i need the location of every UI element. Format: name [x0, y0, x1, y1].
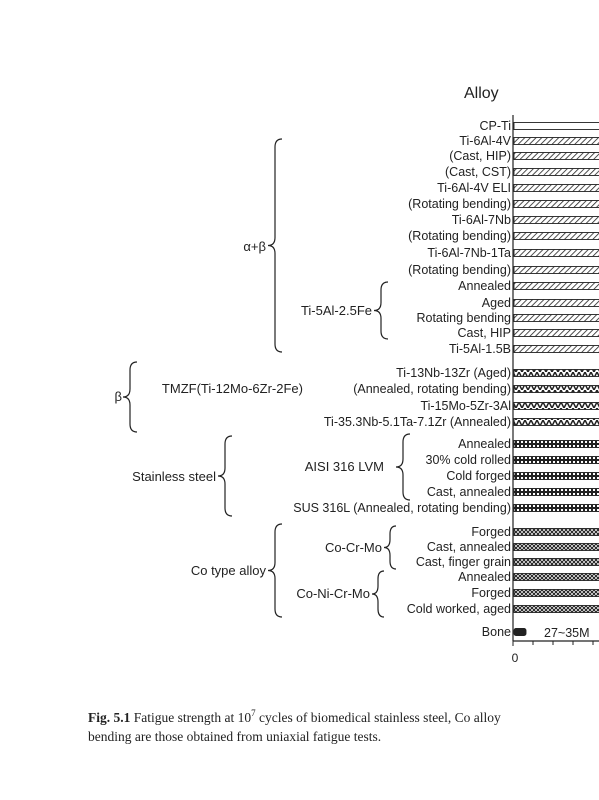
group-brace-5: [395, 433, 411, 501]
bar-5: [513, 200, 599, 208]
group-label-6: Co type alloy: [191, 563, 267, 578]
group-label-0: α+β: [243, 239, 266, 254]
category-label-18: Ti-35.3Nb-5.1Ta-7.1Zr (Annealed): [324, 415, 511, 429]
group-label-5: AISI 316 LVM: [305, 459, 384, 474]
category-label-7: (Rotating bending): [408, 229, 511, 243]
category-label-26: Cast, finger grain: [416, 555, 511, 569]
bar-6: [513, 216, 599, 224]
bar-17: [513, 402, 599, 410]
bar-0: [513, 122, 599, 130]
category-label-16: (Annealed, rotating bending): [353, 382, 511, 396]
x-tick-label-0: 0: [512, 651, 519, 665]
bar-20: [513, 456, 599, 464]
category-label-21: Cold forged: [446, 469, 511, 483]
bar-28: [513, 589, 599, 597]
bar-30: [513, 628, 527, 636]
bar-12: [513, 314, 599, 322]
category-label-12: Rotating bending: [416, 311, 511, 325]
category-label-9: (Rotating bending): [408, 263, 511, 277]
bar-annotation-30: 27~35M: [544, 626, 590, 640]
group-brace-8: [371, 570, 385, 618]
group-brace-1: [373, 281, 389, 340]
category-label-22: Cast, annealed: [427, 485, 511, 499]
category-label-27: Annealed: [458, 570, 511, 584]
category-label-15: Ti-13Nb-13Zr (Aged): [396, 366, 511, 380]
bar-26: [513, 558, 599, 566]
group-brace-6: [267, 523, 283, 618]
bar-22: [513, 488, 599, 496]
category-label-2: (Cast, HIP): [449, 149, 511, 163]
caption-line2: bending are those obtained from uniaxial…: [88, 729, 382, 744]
category-label-8: Ti-6Al-7Nb-1Ta: [427, 246, 511, 260]
bar-1: [513, 137, 599, 145]
bar-4: [513, 184, 599, 192]
category-label-25: Cast, annealed: [427, 540, 511, 554]
group-label-8: Co-Ni-Cr-Mo: [296, 586, 370, 601]
category-label-0: CP-Ti: [480, 119, 511, 133]
bar-2: [513, 152, 599, 160]
column-header: Alloy: [464, 85, 499, 102]
category-label-3: (Cast, CST): [445, 165, 511, 179]
bar-24: [513, 528, 599, 536]
bar-3: [513, 168, 599, 176]
bar-10: [513, 282, 599, 290]
group-label-2: β: [115, 389, 122, 404]
figure-caption: Fig. 5.1 Fatigue strength at 107 cycles …: [88, 704, 599, 746]
group-brace-4: [217, 435, 233, 517]
bar-29: [513, 605, 599, 613]
bar-14: [513, 345, 599, 353]
category-label-24: Forged: [471, 525, 511, 539]
caption-sup: 7: [251, 708, 256, 718]
category-label-20: 30% cold rolled: [426, 453, 512, 467]
category-label-1: Ti-6Al-4V: [459, 134, 511, 148]
bar-19: [513, 440, 599, 448]
category-label-28: Forged: [471, 586, 511, 600]
group-label-1: Ti-5Al-2.5Fe: [301, 303, 372, 318]
category-label-5: (Rotating bending): [408, 197, 511, 211]
category-label-23: SUS 316L (Annealed, rotating bending): [293, 501, 511, 515]
category-label-10: Annealed: [458, 279, 511, 293]
bar-23: [513, 504, 599, 512]
group-brace-0: [267, 138, 283, 353]
category-label-19: Annealed: [458, 437, 511, 451]
caption-label: Fig. 5.1: [88, 710, 131, 725]
group-brace-7: [383, 525, 397, 570]
bar-27: [513, 573, 599, 581]
bar-15: [513, 369, 599, 377]
bar-7: [513, 232, 599, 240]
bar-8: [513, 249, 599, 257]
group-label-3: TMZF(Ti-12Mo-6Zr-2Fe): [162, 381, 303, 396]
bar-11: [513, 299, 599, 307]
caption-line1b: cycles of biomedical stainless steel, Co…: [255, 710, 501, 725]
bar-25: [513, 543, 599, 551]
bar-16: [513, 385, 599, 393]
bar-21: [513, 472, 599, 480]
group-brace-2: [122, 361, 138, 433]
category-label-14: Ti-5Al-1.5B: [449, 342, 511, 356]
category-label-6: Ti-6Al-7Nb: [452, 213, 511, 227]
group-label-4: Stainless steel: [132, 469, 216, 484]
bar-9: [513, 266, 599, 274]
category-label-13: Cast, HIP: [458, 326, 512, 340]
bar-13: [513, 329, 599, 337]
category-label-30: Bone: [482, 625, 511, 639]
category-label-29: Cold worked, aged: [407, 602, 511, 616]
caption-line1a: Fatigue strength at 10: [133, 710, 252, 725]
category-label-11: Aged: [482, 296, 511, 310]
category-label-17: Ti-15Mo-5Zr-3Al: [420, 399, 511, 413]
group-label-7: Co-Cr-Mo: [325, 540, 382, 555]
category-label-4: Ti-6Al-4V ELI: [437, 181, 511, 195]
bar-18: [513, 418, 599, 426]
